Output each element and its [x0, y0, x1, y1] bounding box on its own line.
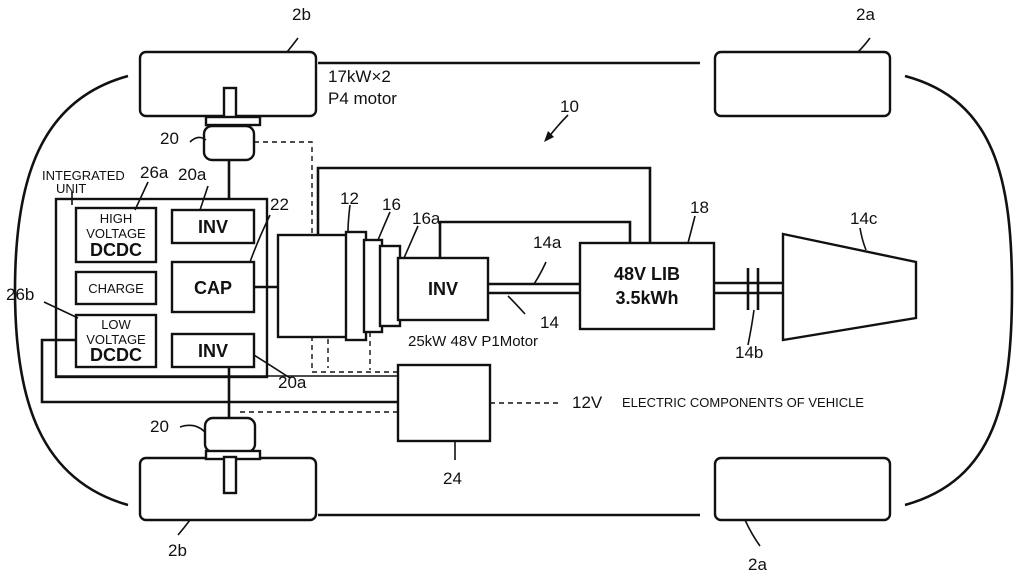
leader-20-bottom: [179, 424, 206, 433]
label-unit: UNIT: [56, 181, 86, 196]
hv-dcdc-line1: HIGH: [100, 211, 133, 226]
label-2a-bottom: 2a: [748, 555, 767, 574]
label-12v: 12V: [572, 393, 603, 412]
wheel-front-top: [713, 50, 892, 118]
label-2b-top: 2b: [292, 5, 311, 24]
label-12: 12: [340, 189, 359, 208]
wire-inv-to-unit: [438, 220, 632, 258]
label-2a-top: 2a: [856, 5, 875, 24]
lv-dcdc-line1: LOW: [101, 317, 131, 332]
hub-top: [204, 115, 262, 127]
label-18: 18: [690, 198, 709, 217]
leader-18: [687, 215, 696, 244]
transmission-14c: [781, 232, 918, 342]
leader-14: [507, 295, 526, 315]
label-26a: 26a: [140, 163, 169, 182]
hv-dcdc-line2: VOLTAGE: [86, 226, 146, 241]
leader-20a-top: [199, 185, 209, 211]
label-24: 24: [443, 469, 462, 488]
leader-16: [377, 211, 391, 241]
leader-14a: [533, 261, 547, 285]
engine-block: [276, 233, 352, 339]
leader-2a-bottom: [744, 519, 761, 547]
inv-bottom-label: INV: [198, 341, 228, 361]
label-14: 14: [540, 313, 559, 332]
label-2b-bottom: 2b: [168, 541, 187, 560]
axle-top: [222, 86, 238, 122]
dcdc-24-block: [396, 363, 492, 443]
label-20-bottom: 20: [150, 417, 169, 436]
label-20a-top: 20a: [178, 165, 207, 184]
lv-dcdc-block: [74, 313, 158, 369]
inv-top-label: INV: [198, 217, 228, 237]
leader-2a-top: [857, 37, 871, 53]
hv-dcdc-block: [74, 206, 158, 264]
label-20-top: 20: [160, 129, 179, 148]
label-system-10: 10: [560, 97, 579, 116]
vehicle-body-right-curve: [904, 74, 1014, 507]
label-26b: 26b: [6, 285, 34, 304]
leader-26a: [134, 181, 149, 211]
wire-lv-dcdc-outer: [40, 338, 398, 404]
charge-label: CHARGE: [88, 281, 144, 296]
label-integrated: INTEGRATED: [42, 168, 125, 183]
wheel-front-bottom: [713, 456, 892, 522]
label-p1-motor: 25kW 48V P1Motor: [408, 333, 538, 350]
leader-2b-bottom: [177, 519, 191, 536]
leader-22: [249, 214, 271, 263]
battery-line1: 48V LIB: [614, 264, 680, 284]
label-14a: 14a: [533, 233, 562, 252]
hv-dcdc-line3: DCDC: [90, 240, 142, 260]
label-16: 16: [382, 195, 401, 214]
p4-motor-bottom: [203, 416, 257, 454]
label-16a: 16a: [412, 209, 441, 228]
leader-26b: [43, 301, 79, 319]
battery-48v-lib: [578, 241, 716, 331]
inv-p1-label: INV: [428, 279, 458, 299]
leader-12: [347, 204, 351, 233]
inv-p1-block: [396, 256, 490, 322]
inv-top-block: [170, 208, 256, 245]
label-20a-bottom: 20a: [278, 373, 307, 392]
inv-bottom-block: [170, 332, 256, 369]
label-14b: 14b: [735, 343, 763, 362]
label-p4-motor: P4 motor: [328, 89, 397, 108]
leader-2b-top: [286, 37, 299, 53]
cap-label: CAP: [194, 278, 232, 298]
charge-block: [74, 270, 158, 306]
vehicle-body-left-curve: [13, 74, 129, 507]
leader-16a: [403, 225, 419, 259]
axle-bottom: [222, 455, 238, 495]
leader-14c: [859, 227, 867, 251]
leader-20-top: [189, 136, 207, 143]
arrow-system-10: [544, 131, 554, 142]
p4-motor-top: [202, 124, 256, 162]
label-14c: 14c: [850, 209, 878, 228]
lv-dcdc-line2: VOLTAGE: [86, 332, 146, 347]
label-electric-components: ELECTRIC COMPONENTS OF VEHICLE: [622, 395, 864, 410]
leader-14b: [747, 309, 755, 346]
label-22: 22: [270, 195, 289, 214]
lv-dcdc-line3: DCDC: [90, 345, 142, 365]
battery-line2: 3.5kWh: [615, 288, 678, 308]
label-p4-power: 17kW×2: [328, 67, 391, 86]
